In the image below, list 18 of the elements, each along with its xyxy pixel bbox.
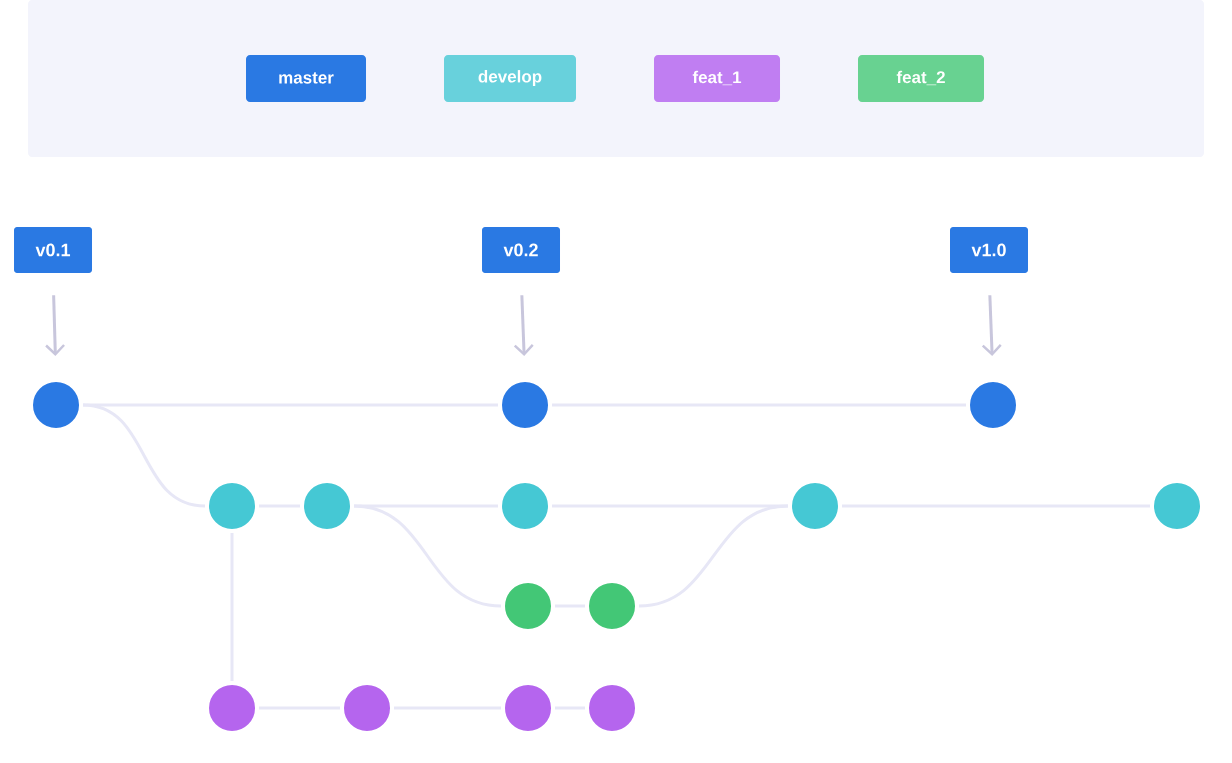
tag-label: v1.0 xyxy=(950,227,1028,273)
branch-line xyxy=(638,504,789,608)
legend-label: develop xyxy=(478,70,542,86)
commit-dot xyxy=(205,681,259,735)
branch-line xyxy=(82,403,206,508)
tag-label: v0.2 xyxy=(482,227,560,273)
commit-dot xyxy=(340,681,394,735)
arrow xyxy=(513,295,534,356)
legend-label: master xyxy=(279,72,334,84)
tag-label: v0.1 xyxy=(14,227,92,273)
legend-label: feat_1 xyxy=(692,70,742,86)
commit-dot xyxy=(1150,479,1204,533)
commit-dot xyxy=(501,681,555,735)
commit-dot xyxy=(585,681,639,735)
legend-label: feat_2 xyxy=(896,70,945,86)
branch-line xyxy=(353,504,502,608)
arrow xyxy=(45,295,65,356)
arrow xyxy=(981,295,1002,356)
